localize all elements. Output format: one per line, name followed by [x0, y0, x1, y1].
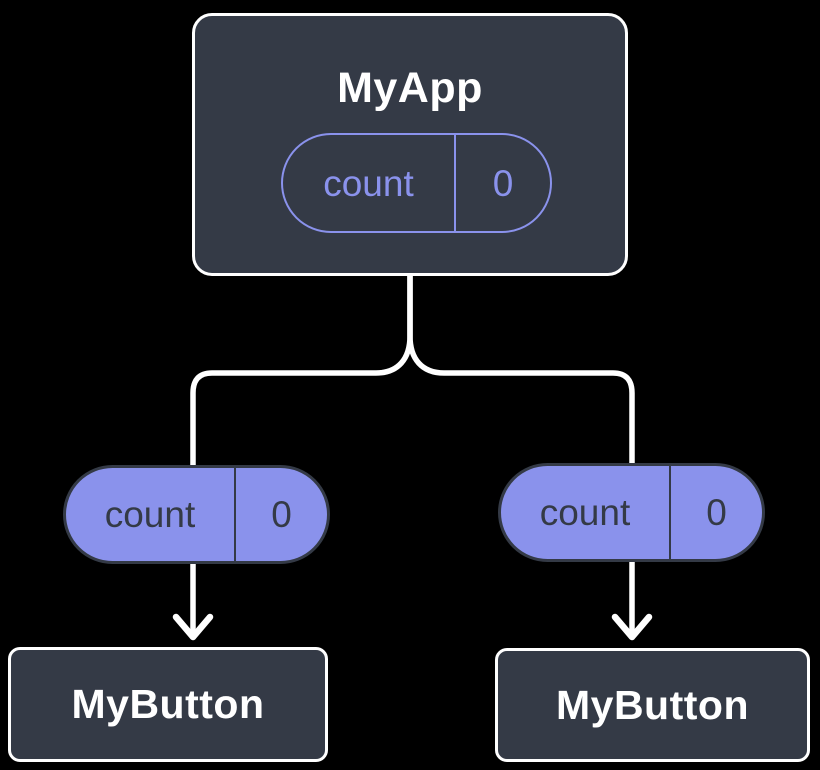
right-child-component-title: MyButton — [555, 681, 749, 728]
right-arrow-head-icon — [611, 613, 653, 641]
right-prop-value: 0 — [669, 466, 762, 559]
left-prop-name-label: count — [104, 494, 196, 535]
fork-connector-left-branch — [190, 274, 413, 467]
parent-component-node: MyApp count 0 — [192, 13, 628, 276]
left-arrow-head-icon — [172, 613, 214, 641]
fork-connector-right-branch — [407, 274, 635, 465]
right-prop-pill: count 0 — [498, 463, 765, 562]
left-prop-pill: count 0 — [63, 465, 330, 564]
state-name-label: count — [323, 162, 414, 204]
right-child-component-node: MyButton — [495, 648, 810, 762]
state-pill: count 0 — [281, 133, 552, 233]
parent-component-title: MyApp — [337, 64, 483, 112]
left-child-component-node: MyButton — [8, 647, 328, 762]
state-value: 0 — [454, 135, 550, 231]
left-prop-value: 0 — [234, 468, 327, 561]
left-child-component-title: MyButton — [71, 681, 265, 727]
right-prop-name-label: count — [539, 492, 631, 533]
